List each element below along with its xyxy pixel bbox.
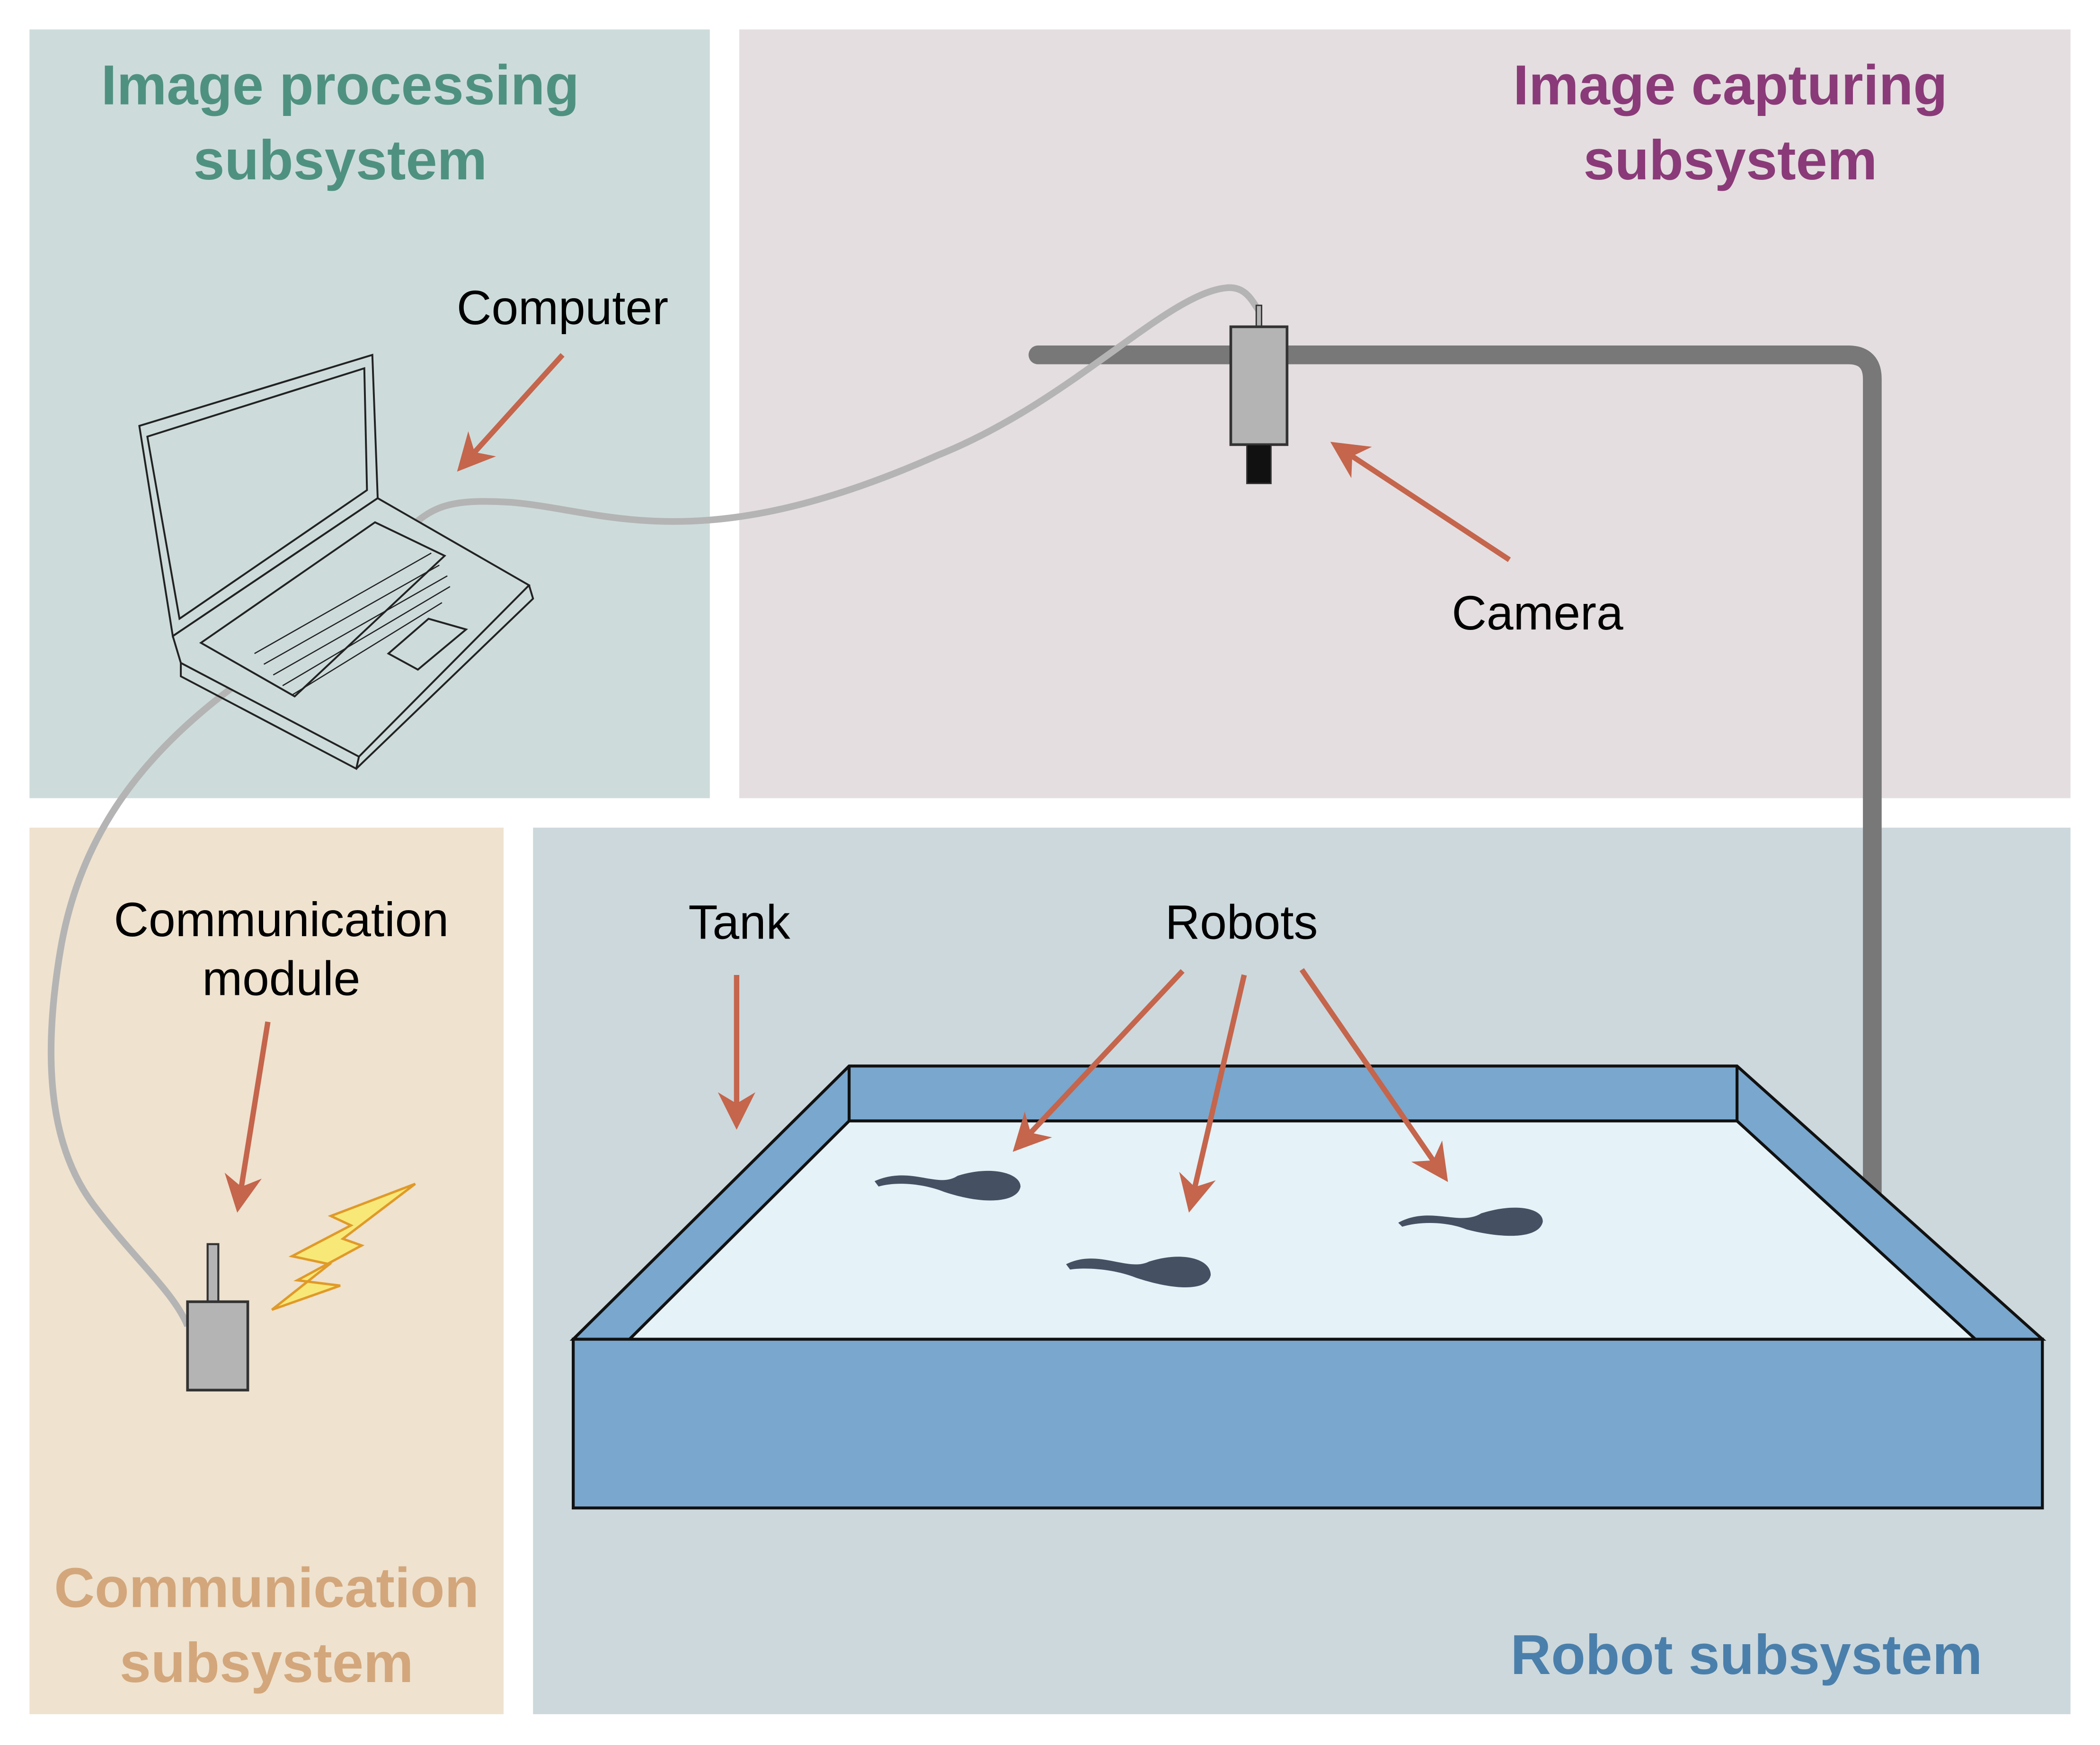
wireless-signal-icon (271, 1183, 416, 1311)
image-capturing-title: Image capturing (1513, 54, 1948, 117)
communication-module-icon (186, 1243, 249, 1391)
robot-arrow-2 (1179, 974, 1247, 1213)
camera-label: Camera (1452, 586, 1623, 640)
camera-arrow (1330, 442, 1511, 562)
image-capturing-panel (739, 29, 2071, 798)
camera-cable (397, 284, 1262, 541)
camera-icon (1229, 304, 1289, 484)
computer-label: Computer (457, 281, 668, 335)
robot-fish-3 (1398, 1207, 1543, 1236)
comm-module-arrow (224, 1021, 271, 1213)
robot-fish-1 (874, 1170, 1021, 1201)
robot-arrow-1 (1012, 969, 1185, 1152)
computer-arrow (457, 353, 565, 472)
robot-fish-2 (1066, 1257, 1211, 1288)
communication-title-line2: subsystem (120, 1631, 414, 1694)
robot-arrow-3 (1299, 968, 1448, 1182)
robot-subsystem-title: Robot subsystem (1510, 1623, 1982, 1686)
communication-module-label: Communication (114, 893, 449, 947)
comm-cable (47, 680, 240, 1327)
annotation-arrows (224, 353, 1511, 1213)
laptop-icon (138, 354, 534, 771)
communication-module-label-line2: module (202, 951, 360, 1005)
camera-mount-bar (1028, 345, 1882, 1208)
robots-label: Robots (1165, 895, 1318, 949)
tank-label: Tank (688, 895, 790, 949)
image-capturing-title-line2: subsystem (1584, 129, 1878, 192)
communication-title: Communication (54, 1557, 479, 1620)
image-processing-title-line2: subsystem (193, 129, 487, 192)
communication-panel (29, 827, 504, 1714)
image-processing-title: Image processing (101, 54, 579, 117)
